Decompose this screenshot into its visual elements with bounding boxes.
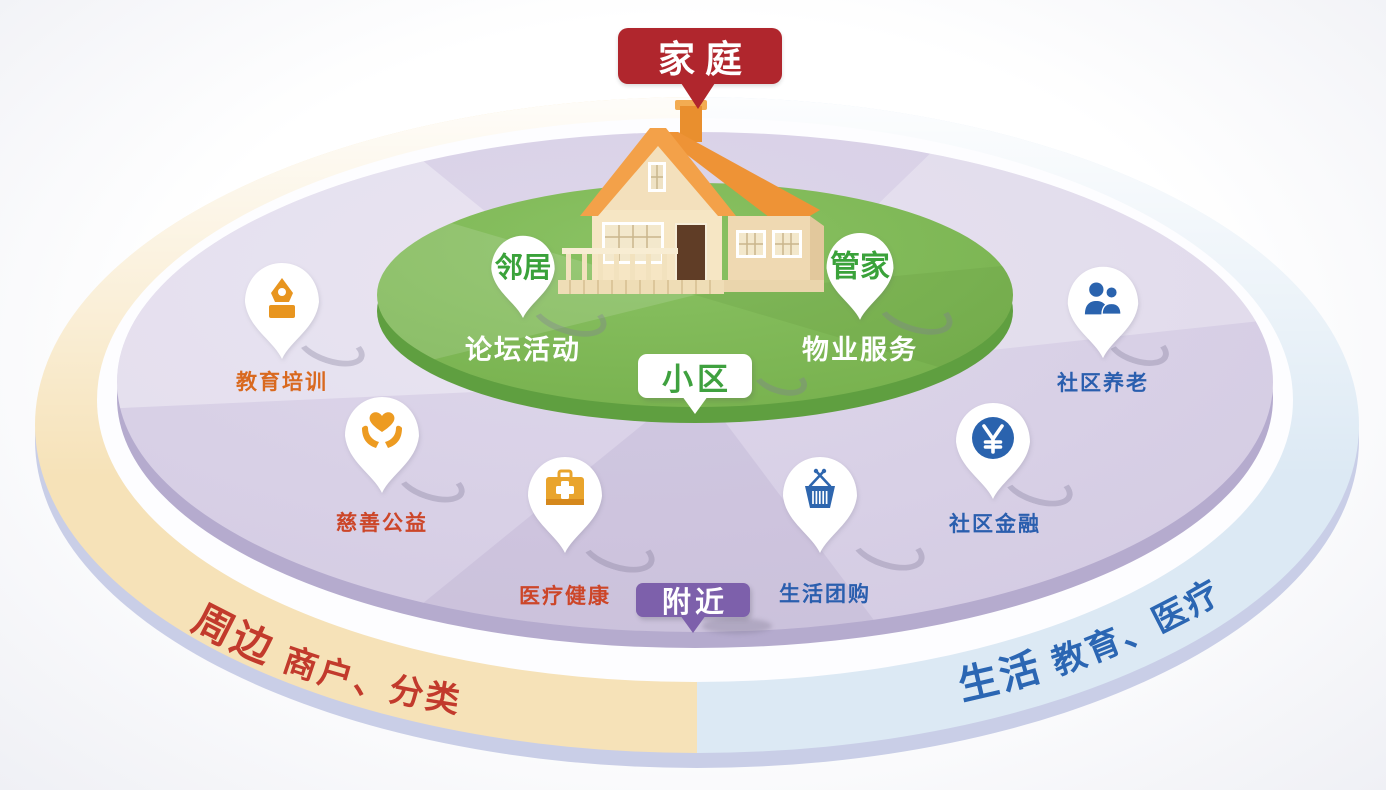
label-elderly-care: 社区养老 (1057, 372, 1149, 395)
roof-right-plane (657, 132, 820, 230)
people-pair-icon (1084, 282, 1122, 316)
yuan-coin-icon (972, 417, 1014, 459)
pin-elderly-care (1067, 266, 1139, 359)
label-group-buying: 生活团购 (779, 583, 871, 606)
pin-neighbor: 邻居 (491, 235, 555, 318)
first-aid-kit-icon (546, 469, 584, 505)
roof-gable-band (580, 128, 736, 216)
label-education: 教育培训 (236, 371, 328, 394)
hands-heart-icon (362, 412, 402, 448)
pin-butler: 管家 (826, 232, 894, 320)
caption-forum-activity: 论坛活动 (465, 335, 581, 365)
pin-medical (528, 457, 602, 553)
purple-wedge-bottom (423, 382, 874, 633)
label-medical: 医疗健康 (519, 585, 611, 608)
nearby-tag: 附近 (636, 583, 750, 619)
pin-butler-label: 管家 (830, 250, 890, 283)
pin-education (245, 263, 319, 359)
community-tag: 小区 (638, 354, 752, 398)
right-wing-side (810, 216, 824, 280)
house-illustration (558, 100, 824, 294)
porch-deck (558, 280, 824, 294)
chimney (680, 106, 702, 142)
family-banner-pointer (681, 83, 715, 109)
caption-property-service: 物业服务 (802, 335, 918, 365)
porch-railing (562, 248, 678, 280)
right-wing-windows (736, 230, 802, 258)
nearby-tag-pointer (680, 615, 706, 633)
label-finance: 社区金融 (949, 513, 1041, 536)
community-tag-pointer (682, 396, 708, 414)
pin-charity (345, 397, 419, 493)
gable-window (648, 162, 666, 192)
pin-group-buying (783, 457, 857, 553)
pin-neighbor-label: 邻居 (495, 251, 552, 283)
label-charity: 慈善公益 (336, 512, 428, 535)
family-banner: 家庭 (618, 28, 782, 84)
tag-shadow (702, 618, 772, 634)
pin-finance (956, 403, 1030, 499)
front-door (675, 223, 707, 283)
shopping-basket-icon (805, 468, 835, 508)
pen-nib-icon (269, 278, 295, 318)
